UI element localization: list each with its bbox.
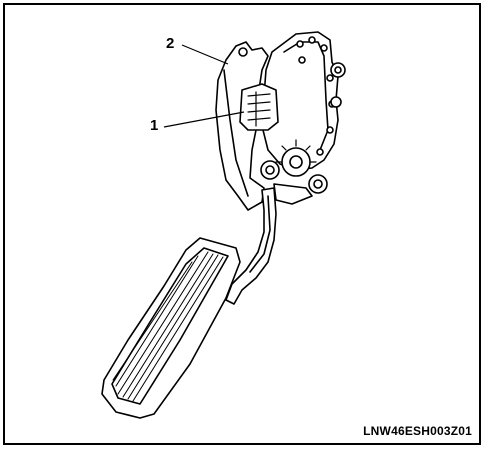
pedal-pad (101, 237, 241, 419)
figure-code: LNW46ESH003Z01 (363, 424, 472, 438)
callout-2: 2 (166, 35, 175, 52)
callout-1: 1 (150, 117, 159, 134)
sensor-connector-illustration (239, 83, 279, 131)
